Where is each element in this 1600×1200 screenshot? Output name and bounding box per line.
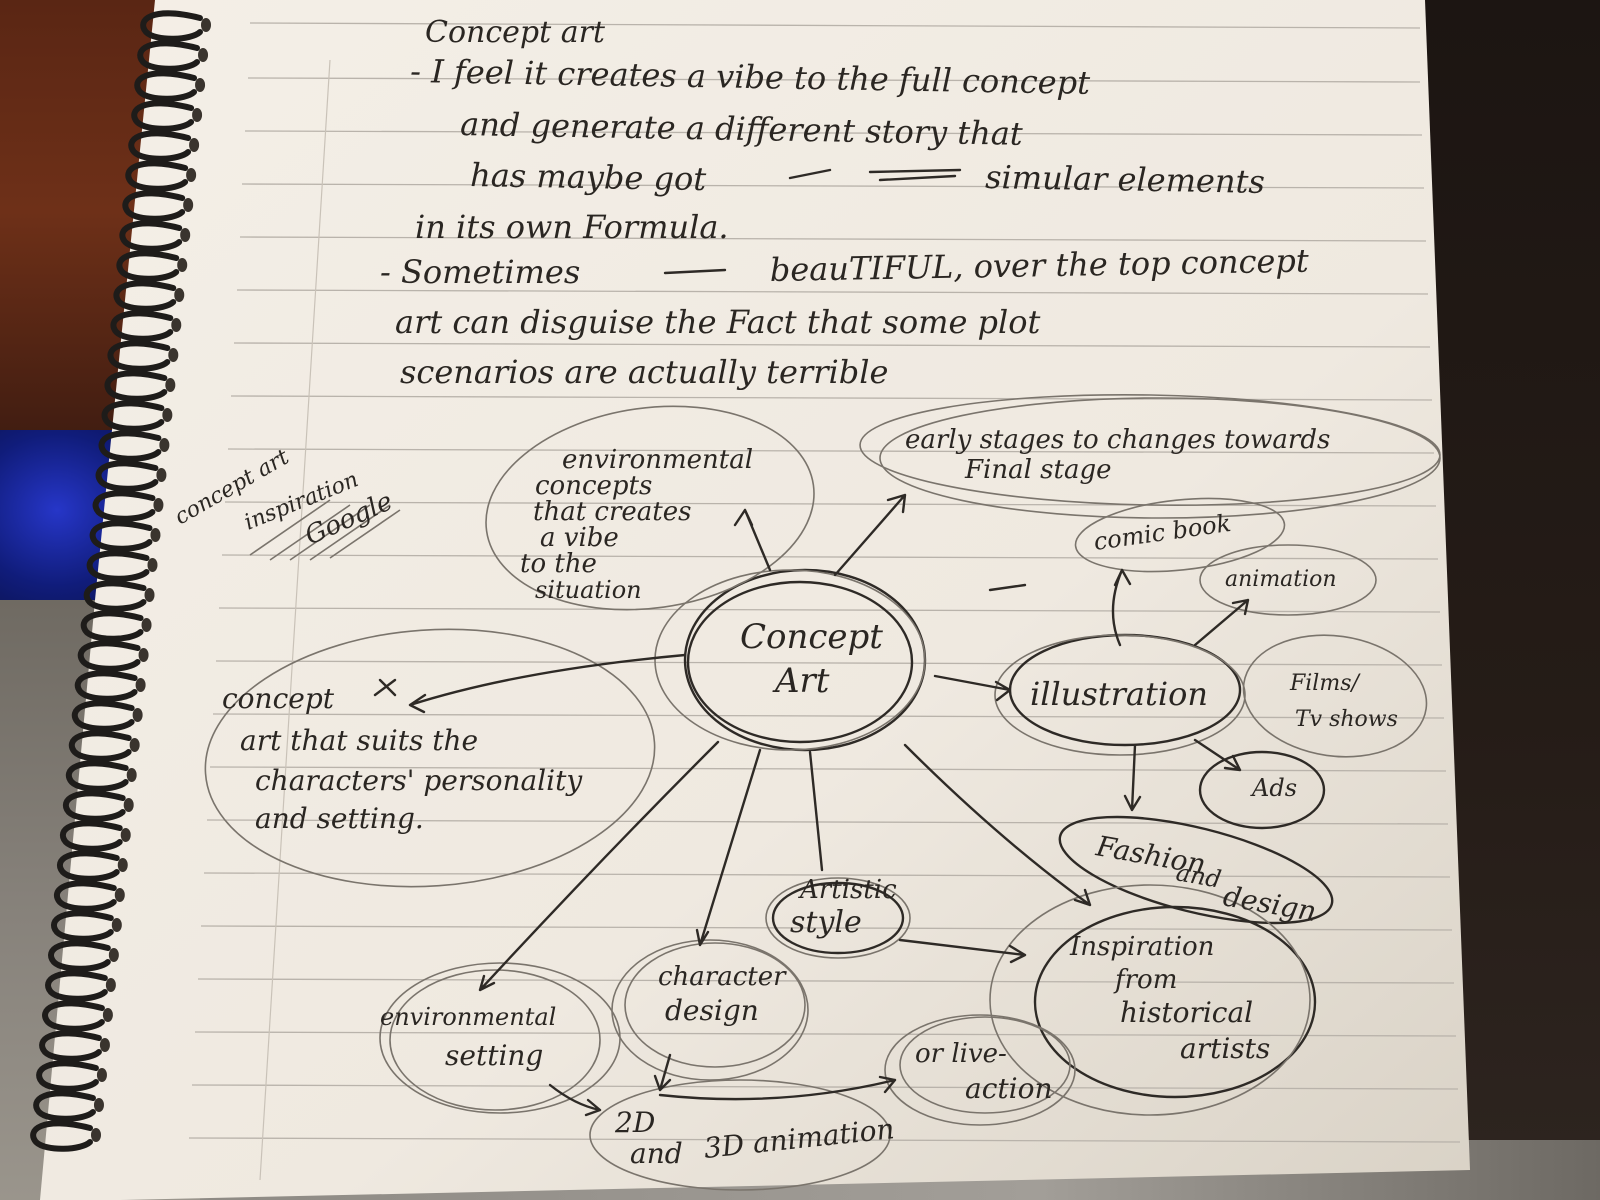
paper-sheet	[40, 0, 1470, 1200]
notebook-page: Concept art - I feel it creates a vibe t…	[40, 0, 1470, 1200]
